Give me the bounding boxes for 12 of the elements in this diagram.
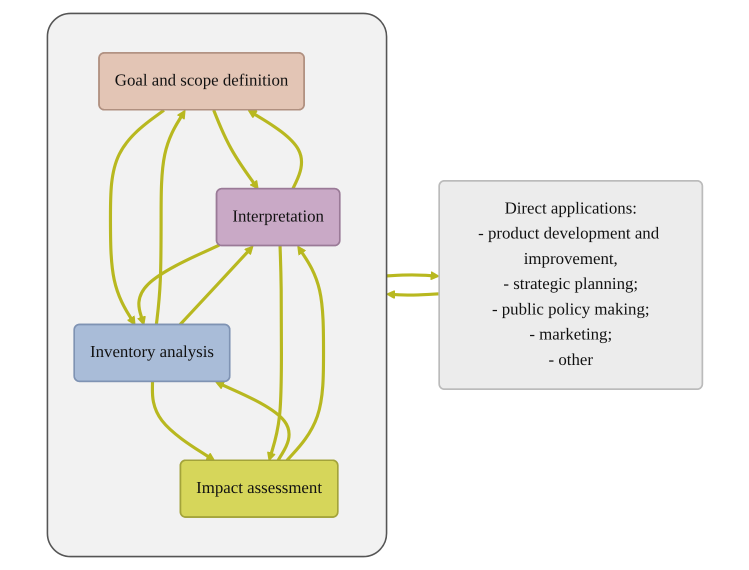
arrow [266, 246, 283, 462]
arrow [136, 244, 220, 326]
arrow [247, 110, 303, 190]
arrow [154, 110, 186, 326]
cluster [46, 12, 387, 558]
arrow [214, 381, 290, 462]
arrow [386, 271, 440, 280]
arrow [150, 382, 215, 462]
arrow [285, 246, 325, 462]
arrow [386, 290, 439, 300]
arrow [108, 108, 164, 326]
arrow [212, 110, 258, 190]
